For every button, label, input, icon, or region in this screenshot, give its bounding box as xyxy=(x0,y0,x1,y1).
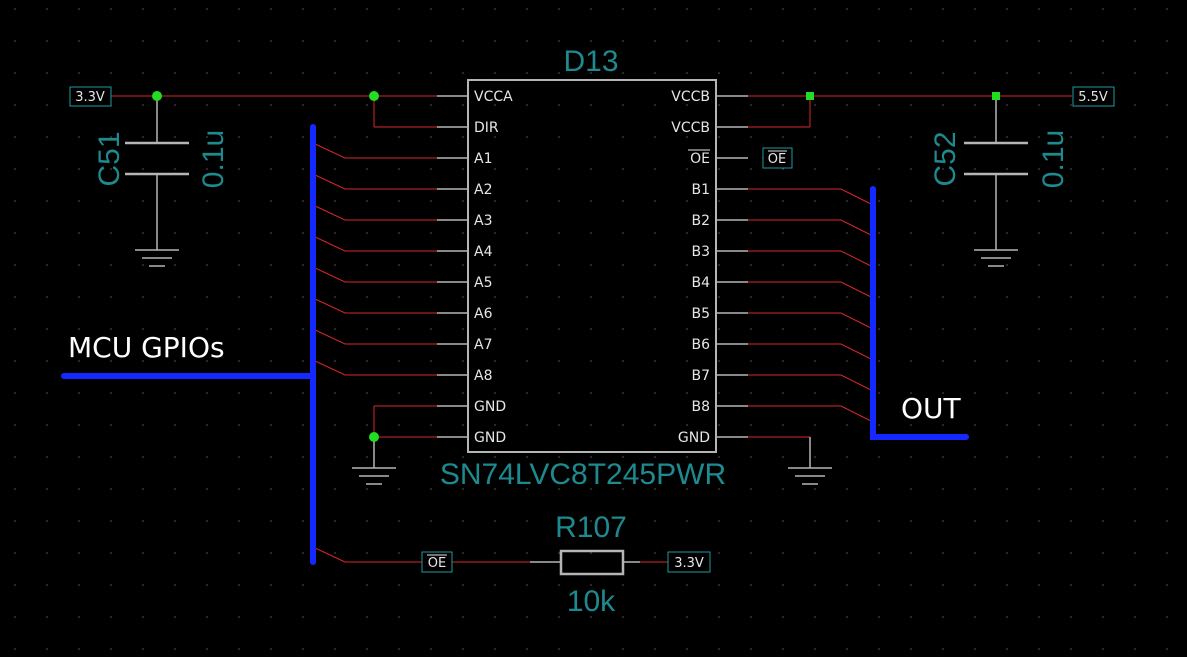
port-label: 3.3V xyxy=(75,90,105,105)
resistor-designator: R107 xyxy=(555,511,627,544)
junction-dot-icon xyxy=(992,92,1000,100)
pin-label: GND xyxy=(474,430,506,446)
port-label: 3.3V xyxy=(674,556,704,571)
pin-label: GND xyxy=(678,430,710,446)
ic-left-pins: VCCA DIR A1 A2 A3 A4 A5 A6 A7 A8 GND GND xyxy=(474,89,513,446)
pin-label: B3 xyxy=(691,244,710,260)
power-wires[interactable] xyxy=(111,95,1072,563)
b-side-bus-wires[interactable] xyxy=(748,188,874,423)
pin-label-oe: OE xyxy=(690,151,710,167)
pin-label: B4 xyxy=(691,275,710,291)
pin-label: VCCB xyxy=(671,89,710,105)
cap-designator: C51 xyxy=(93,131,126,186)
pin-label: DIR xyxy=(474,120,499,136)
junction-dot-icon xyxy=(369,432,379,442)
pin-label: B5 xyxy=(691,306,710,322)
ground-symbol-icon xyxy=(135,249,179,267)
capacitor-c51[interactable]: C51 0.1u xyxy=(93,96,230,267)
ic-pin-stubs xyxy=(437,95,748,438)
resistor-r107[interactable]: R107 10k xyxy=(530,511,640,618)
ic-designator: D13 xyxy=(563,45,618,78)
junction-dot-icon xyxy=(806,92,814,100)
resistor-value: 10k xyxy=(567,585,616,618)
port-5v5-vccb[interactable]: 5.5V xyxy=(1072,86,1115,107)
ground-symbol-icon xyxy=(352,437,396,485)
pin-label: A2 xyxy=(474,182,492,198)
pin-label: GND xyxy=(474,399,506,415)
cap-value: 0.1u xyxy=(1037,130,1070,188)
pin-label: A1 xyxy=(474,151,492,167)
pin-label: VCCA xyxy=(474,89,513,105)
port-oe-bottom[interactable]: OE xyxy=(421,551,453,573)
pin-label: A5 xyxy=(474,275,492,291)
junction-dot-icon xyxy=(152,91,162,101)
ground-symbol-icon xyxy=(974,249,1018,267)
port-3v3-vcca[interactable]: 3.3V xyxy=(69,86,112,107)
junction-dot-icon xyxy=(369,91,379,101)
pin-label: B6 xyxy=(691,337,710,353)
out-label: OUT xyxy=(901,392,962,425)
junction-dots xyxy=(152,91,1000,442)
pin-label: B8 xyxy=(691,399,710,415)
capacitor-c52[interactable]: C52 0.1u xyxy=(929,96,1070,267)
ic-body-d13[interactable] xyxy=(467,79,717,453)
ic-part-number: SN74LVC8T245PWR xyxy=(440,458,726,491)
pin-label: B7 xyxy=(691,368,710,384)
cap-designator: C52 xyxy=(929,131,962,186)
ic-right-pins: VCCB VCCB OE B1 B2 B3 B4 B5 B6 B7 B8 GND xyxy=(671,89,710,446)
port-oe-right[interactable]: OE xyxy=(762,147,793,169)
port-label: OE xyxy=(428,556,446,571)
cap-value: 0.1u xyxy=(197,130,230,188)
pin-label: B1 xyxy=(691,182,710,198)
pin-label: VCCB xyxy=(671,120,710,136)
port-3v3-resistor[interactable]: 3.3V xyxy=(667,551,711,573)
ground-symbol-icon xyxy=(788,437,832,485)
port-label: OE xyxy=(768,152,786,167)
a-side-bus-wires[interactable] xyxy=(312,142,437,563)
mcu-gpios-label: MCU GPIOs xyxy=(68,331,225,364)
pin-label: A6 xyxy=(474,306,493,322)
pin-label: A8 xyxy=(474,368,492,384)
pin-label: A4 xyxy=(474,244,493,260)
port-label: 5.5V xyxy=(1078,90,1108,105)
pin-label: B2 xyxy=(691,213,710,229)
out-bus[interactable] xyxy=(870,186,969,440)
pin-label: A3 xyxy=(474,213,492,229)
pin-label: A7 xyxy=(474,337,492,353)
